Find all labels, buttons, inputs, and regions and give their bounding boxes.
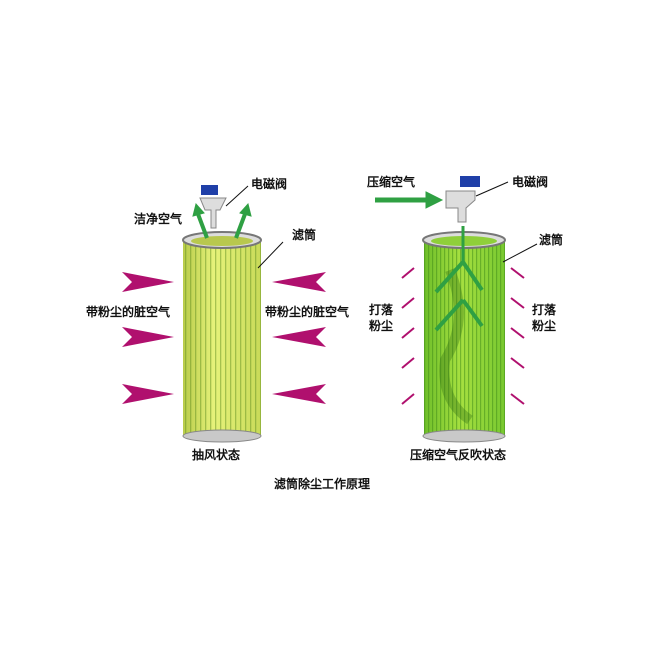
dirty-air-left-label: 带粉尘的脏空气	[86, 305, 171, 319]
dust-arrows-right	[510, 267, 525, 405]
right-valve-label: 电磁阀	[512, 175, 549, 189]
right-filter-label: 滤筒	[539, 233, 564, 247]
dirty-air-arrows-right	[272, 272, 326, 404]
left-filter-label: 滤筒	[292, 228, 317, 242]
diagram-title: 滤筒除尘工作原理	[274, 477, 371, 491]
left-filter-cartridge	[182, 231, 262, 443]
clean-air-arrows	[192, 202, 252, 239]
dust-right-label: 打落粉尘	[531, 303, 556, 333]
compressed-air-label: 压缩空气	[367, 175, 416, 189]
left-caption: 抽风状态	[192, 448, 241, 462]
right-solenoid-valve	[445, 176, 480, 223]
dirty-air-arrows-left	[122, 272, 174, 404]
right-caption: 压缩空气反吹状态	[410, 448, 507, 462]
right-leader-lines	[475, 181, 538, 263]
clean-air-label: 洁净空气	[134, 212, 183, 226]
left-solenoid-valve	[199, 185, 227, 229]
left-leader-lines	[225, 185, 284, 269]
left-valve-label: 电磁阀	[251, 177, 288, 191]
dust-arrows-left	[401, 267, 415, 405]
dirty-air-right-label: 带粉尘的脏空气	[265, 305, 350, 319]
dust-left-label: 打落粉尘	[368, 303, 393, 333]
compressed-air-arrows	[375, 191, 484, 332]
